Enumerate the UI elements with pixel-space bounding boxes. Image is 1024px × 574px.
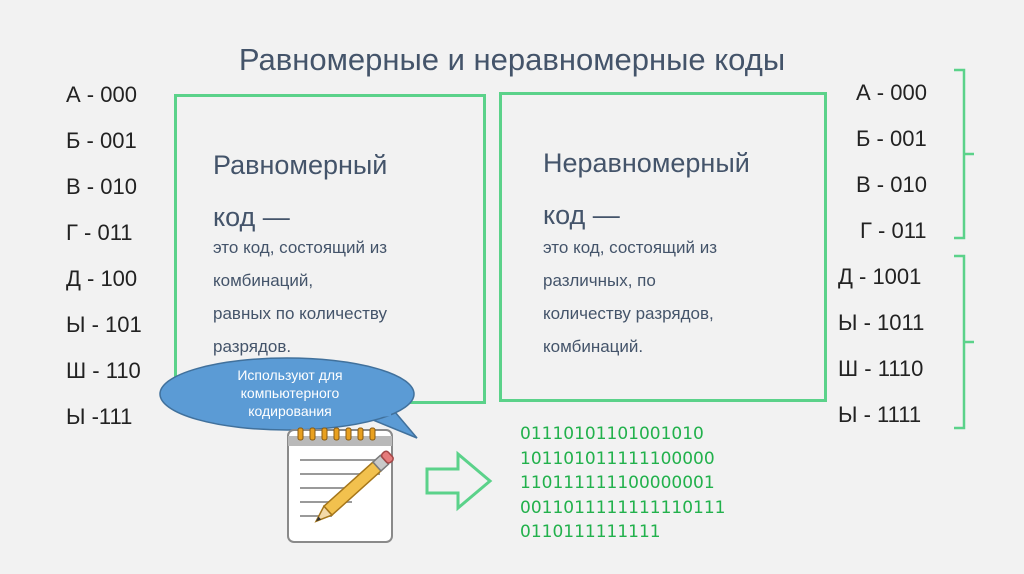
upper-brace <box>954 68 974 240</box>
nonuniform-heading-line1: Неравномерный <box>543 148 750 178</box>
uniform-description-line: это код, состоящий из <box>213 238 388 257</box>
right-code-item: Ш - 1110 <box>838 356 924 381</box>
uniform-description-line: комбинаций, <box>213 271 314 290</box>
callout-bubble <box>159 357 418 439</box>
right-code-item: Ы - 1011 <box>838 310 925 335</box>
left-code-item: Ш - 110 <box>66 358 141 383</box>
uniform-heading-line2: код — <box>213 202 290 232</box>
left-code-item: В - 010 <box>66 174 137 199</box>
right-code-item: Ы - 1111 <box>838 402 922 427</box>
brace-group <box>954 68 974 430</box>
callout-line: кодирования <box>248 403 332 419</box>
nonuniform-description-line: количеству разрядов, <box>543 304 714 323</box>
left-code-item: Д - 100 <box>66 266 138 291</box>
callout-text: Используют для компьютерного кодирования <box>200 366 380 420</box>
binary-line: 110111111100000001 <box>520 473 715 493</box>
binary-line: 0110111111111 <box>520 522 661 542</box>
right-code-item: В - 010 <box>856 172 927 197</box>
uniform-description-line: разрядов. <box>213 337 292 356</box>
uniform-heading-line1: Равномерный <box>213 150 388 180</box>
uniform-description: это код, состоящий из комбинаций, равных… <box>213 231 387 363</box>
lower-brace <box>954 254 974 430</box>
right-arrow-icon <box>425 450 493 512</box>
left-code-item: Г - 011 <box>66 220 133 245</box>
right-code-item: Д - 1001 <box>838 264 922 289</box>
left-code-item: Ы - 101 <box>66 312 142 337</box>
binary-code-block: 01110101101001010 101101011111100000 110… <box>520 422 726 545</box>
right-code-item: А - 000 <box>856 80 927 105</box>
nonuniform-description: это код, состоящий из различных, по коли… <box>543 231 717 363</box>
left-code-item: А - 000 <box>66 82 137 107</box>
binary-line: 101101011111100000 <box>520 448 715 469</box>
nonuniform-description-line: комбинаций. <box>543 337 644 356</box>
binary-line: 0011011111111110111 <box>520 497 726 518</box>
uniform-code-box: Равномерный код — это код, состоящий из … <box>174 94 486 404</box>
callout-line: Используют для <box>237 367 343 383</box>
notepad-pencil-icon <box>287 427 394 543</box>
right-code-item: Б - 001 <box>856 126 927 151</box>
left-code-item: Б - 001 <box>66 128 137 153</box>
slide-title: Равномерные и неравномерные коды <box>238 42 786 77</box>
right-code-item: Г - 011 <box>860 218 927 243</box>
nonuniform-code-box: Неравномерный код — это код, состоящий и… <box>499 92 827 402</box>
left-code-item: Ы -111 <box>66 404 133 429</box>
binary-line: 01110101101001010 <box>520 424 704 444</box>
nonuniform-heading-line2: код — <box>543 200 620 230</box>
callout-line: компьютерного <box>240 385 340 401</box>
nonuniform-description-line: это код, состоящий из <box>543 238 718 257</box>
nonuniform-description-line: различных, по <box>543 271 656 290</box>
uniform-description-line: равных по количеству <box>213 304 388 323</box>
